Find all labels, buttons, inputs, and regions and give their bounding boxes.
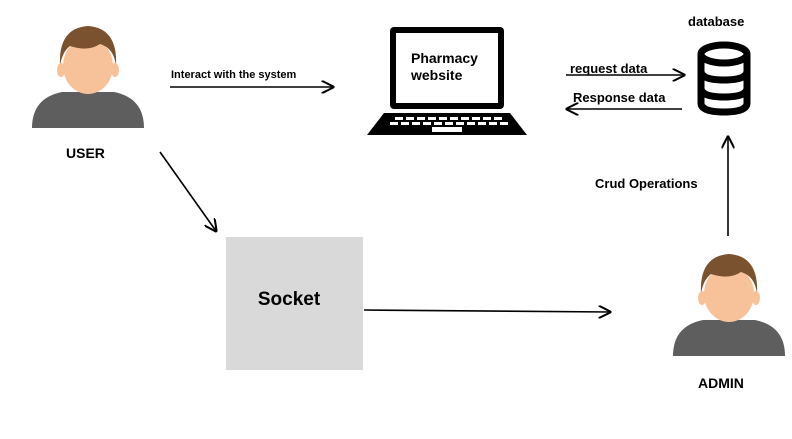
database-icon (697, 41, 751, 116)
website-title-line2: website (411, 67, 463, 83)
laptop-icon (367, 27, 527, 135)
arrow-socket-to-admin (363, 310, 610, 312)
socket-node: Socket (226, 237, 363, 370)
request-data-label: request data (570, 61, 648, 76)
website-title-line1: Pharmacy (411, 50, 478, 66)
admin-label: ADMIN (698, 375, 744, 391)
database-label: database (688, 14, 745, 29)
socket-label: Socket (257, 289, 321, 310)
user-avatar-icon (32, 26, 144, 128)
interact-edge-label: Interact with the system (171, 69, 297, 81)
crud-operations-label: Crud Operations (595, 176, 698, 191)
admin-avatar-icon (673, 254, 785, 356)
arrow-user-to-socket (159, 151, 216, 231)
laptop-screen-text: Pharmacy website (411, 50, 478, 84)
user-label: USER (66, 145, 105, 161)
response-data-label: Response data (573, 90, 666, 105)
